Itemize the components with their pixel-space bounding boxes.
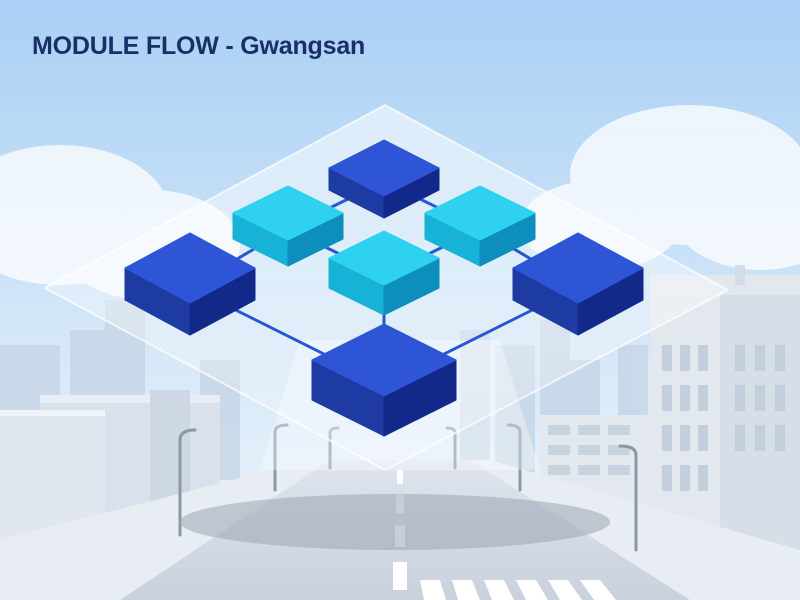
module-block-right[interactable] bbox=[512, 232, 644, 336]
module-top-face bbox=[328, 230, 440, 286]
module-top-face bbox=[512, 232, 644, 304]
modules bbox=[124, 139, 644, 437]
module-block-upper-left[interactable] bbox=[232, 185, 344, 267]
sidewalk-left bbox=[0, 460, 330, 600]
page-title: MODULE FLOW - Gwangsan bbox=[32, 32, 366, 60]
module-block-top[interactable] bbox=[328, 139, 440, 219]
module-top-face bbox=[424, 185, 536, 241]
module-top-face bbox=[311, 323, 457, 397]
module-top-face bbox=[124, 232, 256, 304]
buildings-right bbox=[540, 265, 800, 570]
module-block-upper-right[interactable] bbox=[424, 185, 536, 267]
module-block-bottom[interactable] bbox=[311, 323, 457, 437]
floor-shadow bbox=[180, 494, 610, 550]
module-top-face bbox=[328, 139, 440, 197]
module-top-face bbox=[232, 185, 344, 241]
module-block-center[interactable] bbox=[328, 230, 440, 316]
module-block-left[interactable] bbox=[124, 232, 256, 336]
crosswalk bbox=[420, 580, 616, 600]
